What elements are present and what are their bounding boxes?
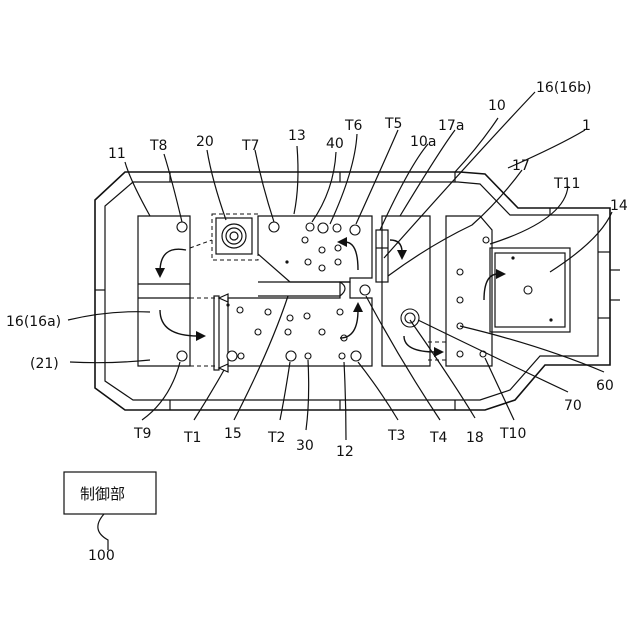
- label-T10: T10: [499, 426, 526, 442]
- label-21: (21): [30, 356, 59, 372]
- label-T6: T6: [344, 118, 363, 134]
- label-10: 10: [488, 98, 506, 114]
- label-30: 30: [296, 438, 314, 454]
- label-16a: 16(16a): [6, 314, 61, 330]
- component-20-outer: [212, 214, 258, 260]
- label-10a: 10a: [410, 134, 436, 150]
- label-T2: T2: [267, 430, 285, 446]
- label-70: 70: [564, 398, 582, 414]
- label-17a: 17a: [438, 118, 464, 134]
- left-block: [138, 216, 190, 366]
- label-12: 12: [336, 444, 354, 460]
- leader-lines: [68, 92, 612, 550]
- label-20: 20: [196, 134, 214, 150]
- label-T1: T1: [183, 430, 201, 446]
- label-15: 15: [224, 426, 242, 442]
- label-T5: T5: [384, 116, 402, 132]
- label-13: 13: [288, 128, 306, 144]
- component-20: [216, 218, 252, 254]
- lower-plate-12: [228, 282, 372, 366]
- label-40: 40: [326, 136, 344, 152]
- bracket-T1: [214, 296, 219, 370]
- hole-T8: [177, 222, 187, 232]
- label-14: 14: [610, 198, 628, 214]
- flow-arrow-left-bottom: [160, 310, 198, 336]
- label-17: 17: [512, 158, 530, 174]
- control-box-label: 制御部: [80, 485, 125, 503]
- label-T9: T9: [133, 426, 151, 442]
- label-100: 100: [88, 548, 115, 564]
- label-1: 1: [582, 118, 591, 134]
- label-16b: 16(16b): [536, 80, 591, 96]
- outer-enclosure: [95, 172, 610, 410]
- label-18: 18: [466, 430, 484, 446]
- label-T4: T4: [429, 430, 448, 446]
- label-T3: T3: [387, 428, 405, 444]
- label-T7: T7: [241, 138, 259, 154]
- hole-T9: [177, 351, 187, 361]
- label-60: 60: [596, 378, 614, 394]
- label-T8: T8: [149, 138, 167, 154]
- label-11: 11: [108, 146, 126, 162]
- flow-arrow-right-block: [484, 274, 498, 300]
- slot-15: [258, 282, 345, 296]
- label-T11: T11: [553, 176, 580, 192]
